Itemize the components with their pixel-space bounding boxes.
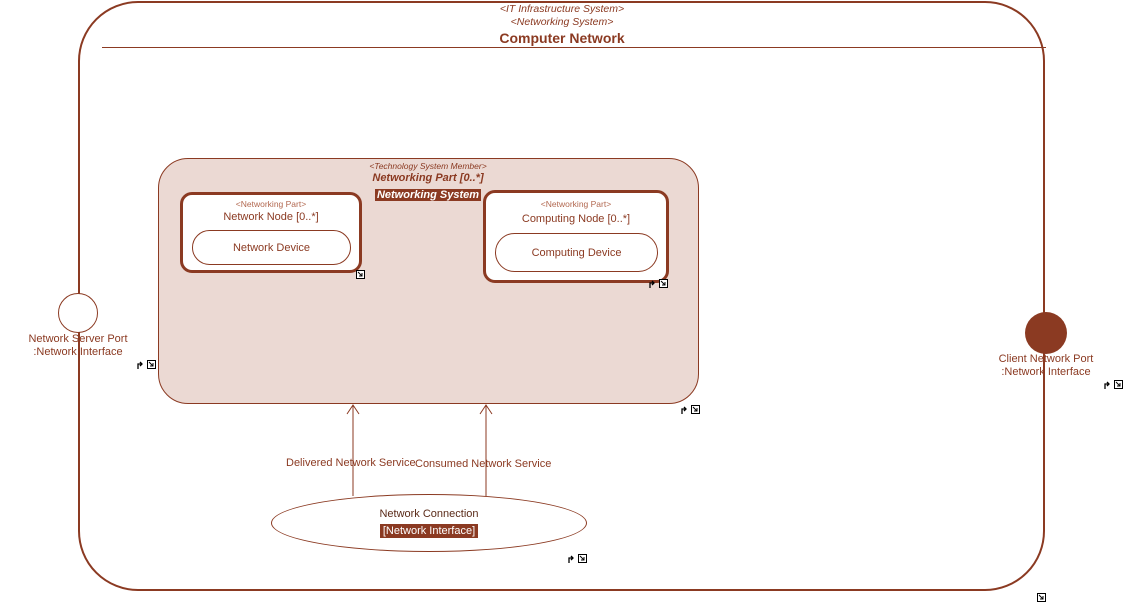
client-network-port[interactable] — [1025, 312, 1067, 354]
network-node-title: Network Node [0..*] — [223, 211, 319, 223]
system-stereotype-networking: <Networking System> — [510, 16, 614, 28]
member-link-expand-icon[interactable] — [681, 405, 701, 415]
network-connection-ellipse[interactable] — [271, 494, 587, 552]
computing-node-stereotype: <Networking Part> — [540, 199, 612, 209]
member-type: Networking System — [374, 189, 482, 201]
system-expand-icon[interactable] — [1037, 593, 1047, 603]
system-header-divider — [102, 47, 1046, 48]
network-server-port[interactable] — [58, 293, 98, 333]
member-stereotype: <Technology System Member> — [369, 161, 487, 171]
server-port-type: :Network Interface — [33, 346, 123, 358]
server-port-name: Network Server Port — [28, 333, 128, 345]
computing-node-title: Computing Node [0..*] — [521, 213, 631, 225]
computing-device-pill[interactable]: Computing Device — [495, 233, 658, 272]
link-expand-icon[interactable] — [649, 279, 669, 289]
server-port-link-expand-icon[interactable] — [137, 360, 157, 370]
client-port-name: Client Network Port — [998, 353, 1094, 365]
system-stereotype-it-infrastructure: <IT Infrastructure System> — [499, 3, 625, 15]
network-node-stereotype: <Networking Part> — [235, 199, 307, 209]
connection-name: Network Connection — [379, 508, 479, 520]
client-port-type: :Network Interface — [1001, 366, 1091, 378]
consumed-flow-arrowhead — [479, 404, 493, 415]
delivered-flow-arrowhead — [346, 404, 360, 415]
member-title: Networking Part [0..*] — [372, 172, 484, 184]
system-title: Computer Network — [499, 30, 625, 46]
connection-link-expand-icon[interactable] — [568, 554, 588, 564]
client-port-link-expand-icon[interactable] — [1104, 380, 1124, 390]
delivered-flow-label: Delivered Network Service — [286, 457, 416, 469]
connection-type: [Network Interface] — [379, 524, 479, 538]
expand-icon[interactable] — [352, 270, 370, 280]
consumed-flow-label: Consumed Network Service — [415, 458, 552, 470]
network-device-pill[interactable]: Network Device — [192, 230, 351, 265]
